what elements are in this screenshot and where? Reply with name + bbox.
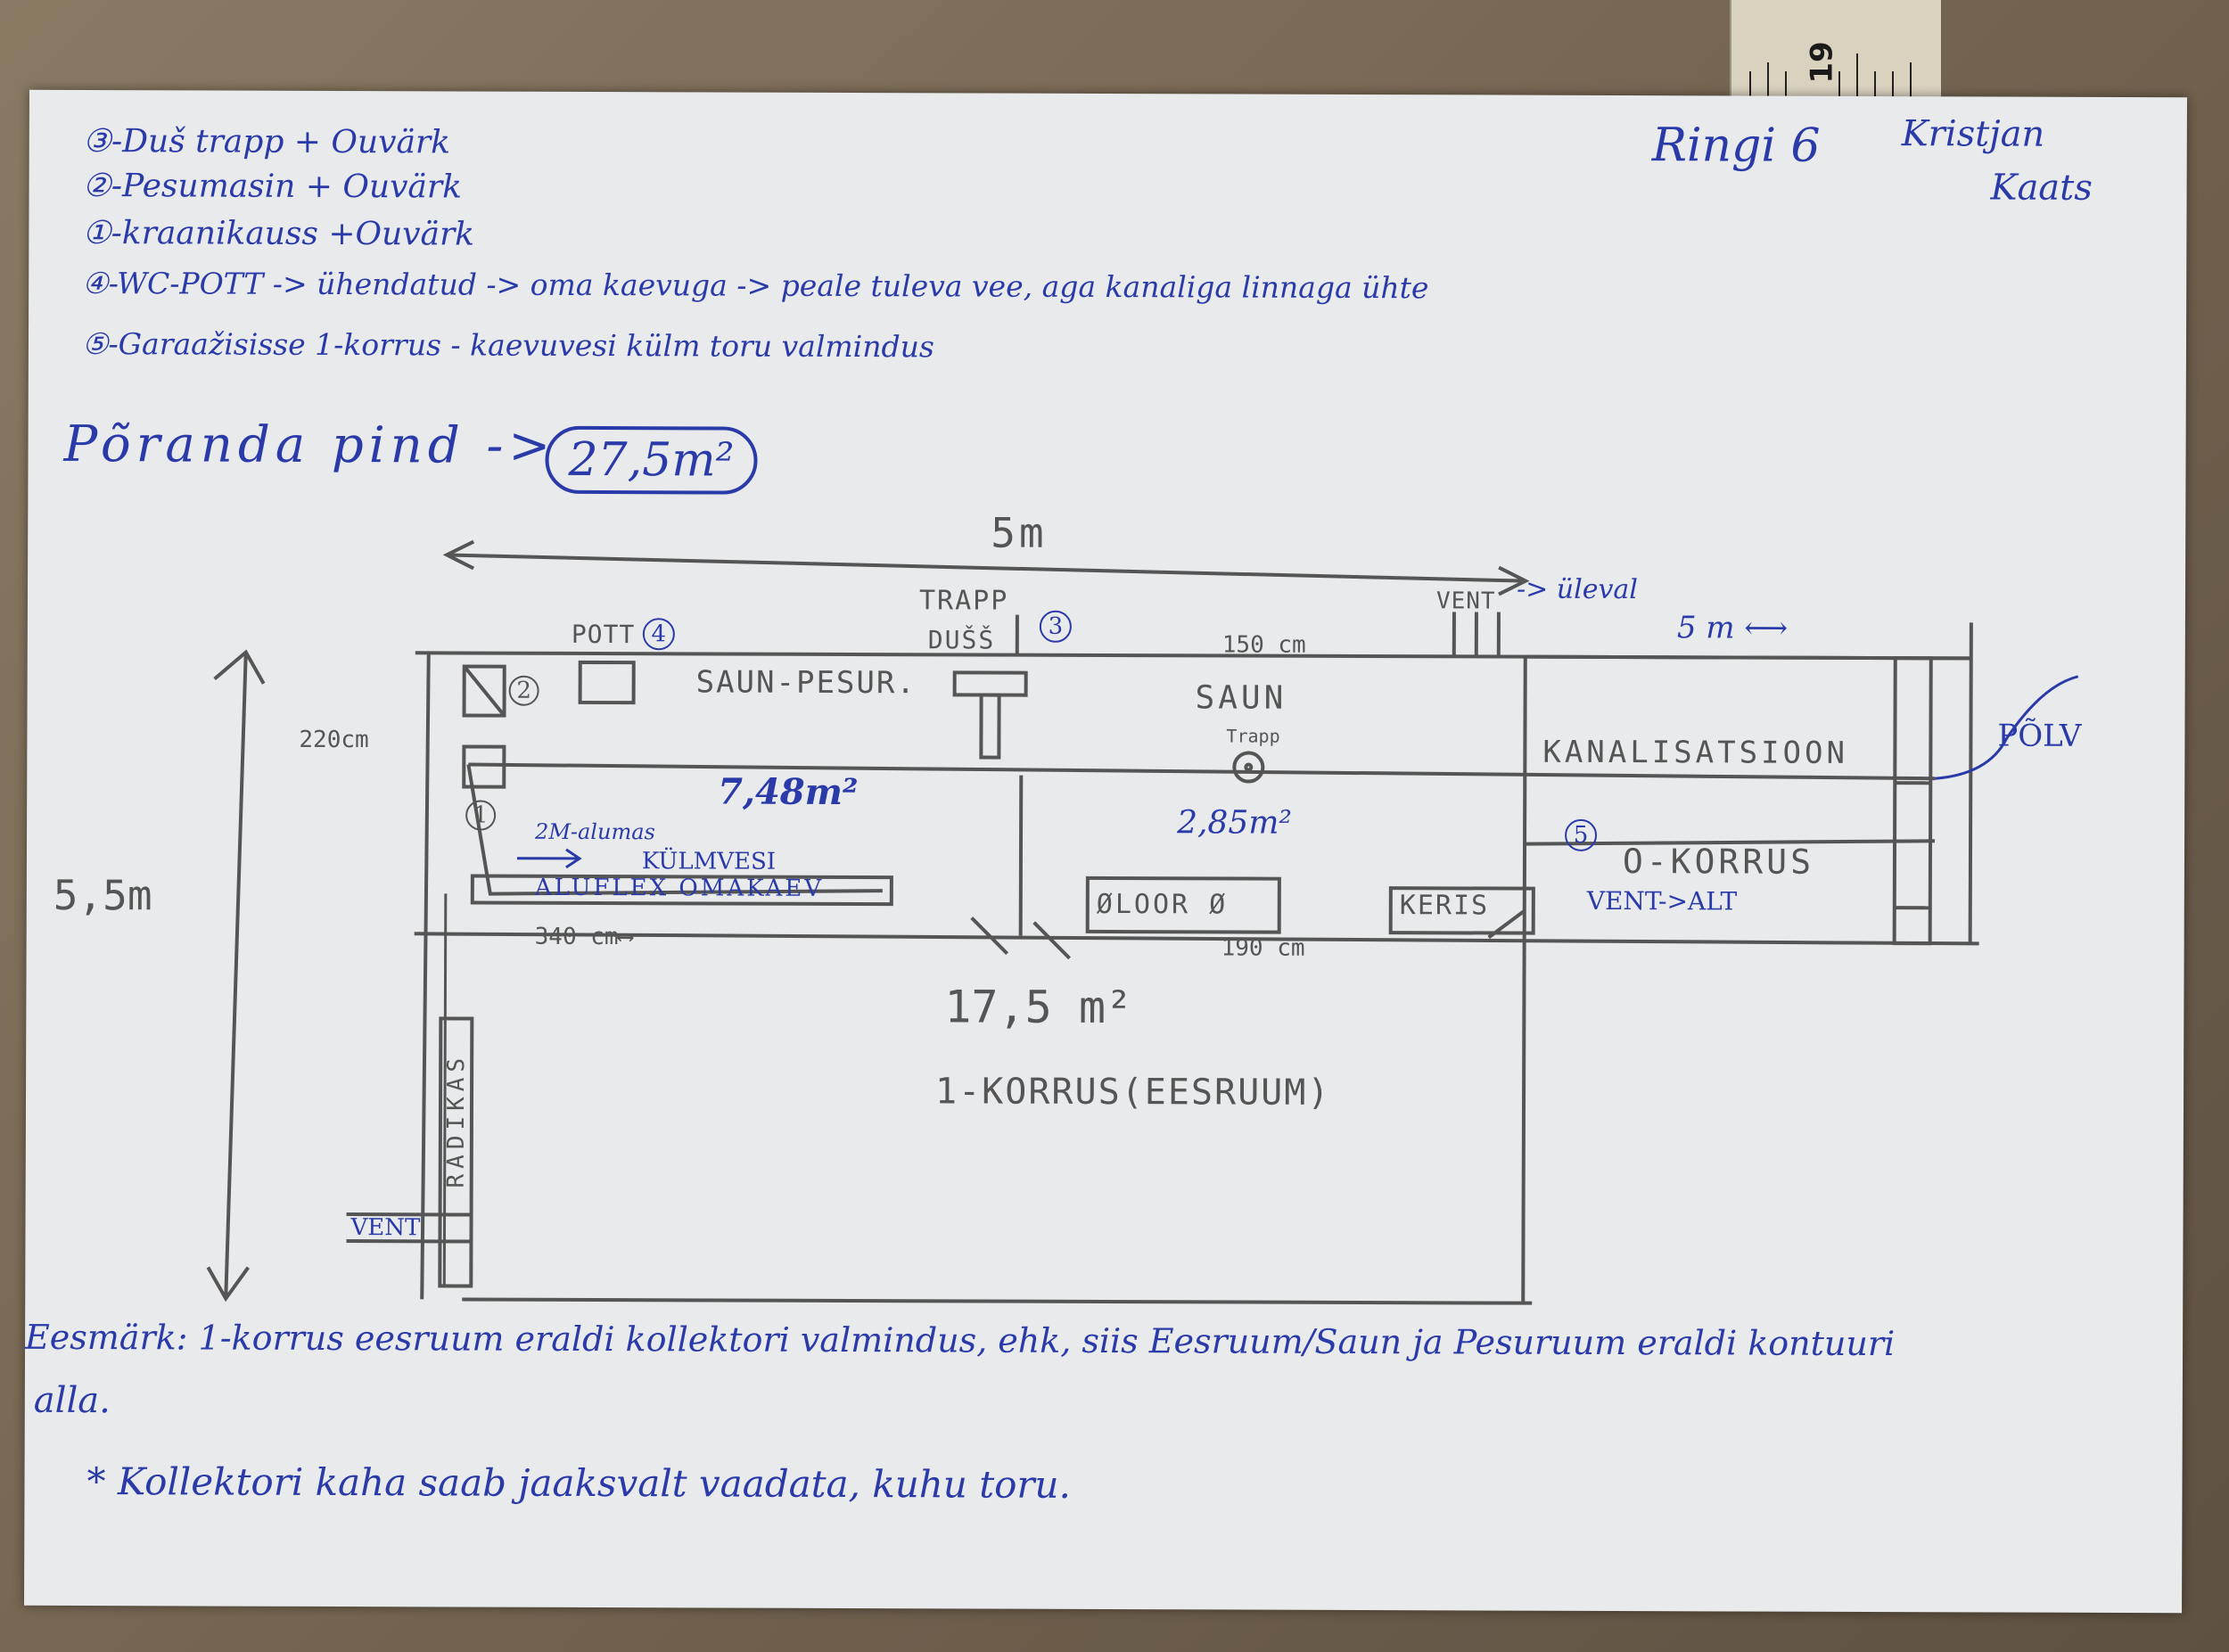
dimension-150: 150 cm (1221, 631, 1306, 659)
right-dimension: 5 m ⟷ (1676, 610, 1789, 646)
room-saun: SAUN (1195, 679, 1287, 717)
circle-marker-5: 5 (1565, 818, 1598, 851)
ruler: 19 (1730, 0, 1941, 98)
label-2m-alumas: 2M-alumas (535, 818, 655, 845)
room-eesruum-label: 1-KORRUS(EESRUUM) (934, 1071, 1331, 1114)
circle-marker-1: 1 (465, 800, 497, 831)
dimension-190: 190 cm (1221, 934, 1305, 962)
goal-note-line-2: alla. (33, 1379, 111, 1422)
room-o-korrus: O-KORRUS (1622, 842, 1815, 882)
label-polv: PÕLV (1997, 718, 2082, 754)
width-dimension: 5m (991, 508, 1048, 557)
label-vent-uleval: -> üleval (1516, 573, 1639, 606)
goal-note-line-1: Eesmärk: 1-korrus eesruum eraldi kollekt… (25, 1317, 1896, 1364)
area-saun: 2,85m² (1177, 804, 1292, 842)
room-kanalisatsioon: KANALISATSIOON (1542, 734, 1849, 771)
circle-marker-4: 4 (642, 618, 675, 651)
circle-marker-3: 3 (1039, 610, 1072, 643)
label-vent-bottom: VENT (350, 1214, 421, 1242)
floor-plan (206, 539, 2079, 1305)
label-oloor: ØLOOR Ø (1096, 888, 1229, 921)
goal-note-line-3: * Kollektori kaha saab jaaksvalt vaadata… (86, 1459, 1071, 1507)
label-trapp-small: Trapp (1226, 725, 1280, 747)
label-dushs: DUŠŠ (927, 625, 996, 655)
ruler-number: 19 (1804, 41, 1840, 84)
label-radikas: RADIKAS (442, 1052, 471, 1188)
label-vent-top: VENT (1435, 588, 1496, 615)
label-trapp: TRAPP (918, 585, 1009, 617)
circle-marker-2: 2 (508, 675, 539, 706)
paper-sheet: ③-Duš trapp + Ouvärk ②-Pesumasin + Ouvär… (24, 89, 2187, 1614)
room-eesruum-area: 17,5 m² (944, 981, 1133, 1034)
label-kulmvesi: KÜLMVESI (641, 848, 777, 875)
label-vent-alt: VENT->ALT (1586, 885, 1738, 916)
area-pesuruum: 7,48m² (718, 770, 859, 814)
label-aluflex: ALUFLEX OMAKAEV (534, 874, 825, 902)
label-pott: POTT (571, 619, 636, 650)
dimension-340: 340 cm⟷ (534, 923, 633, 951)
room-saun-pesur: SAUN-PESUR. (695, 664, 917, 702)
height-dimension: 5,5m (53, 870, 152, 920)
label-keris: KERIS (1399, 890, 1490, 922)
dimension-220: 220cm (299, 726, 369, 754)
